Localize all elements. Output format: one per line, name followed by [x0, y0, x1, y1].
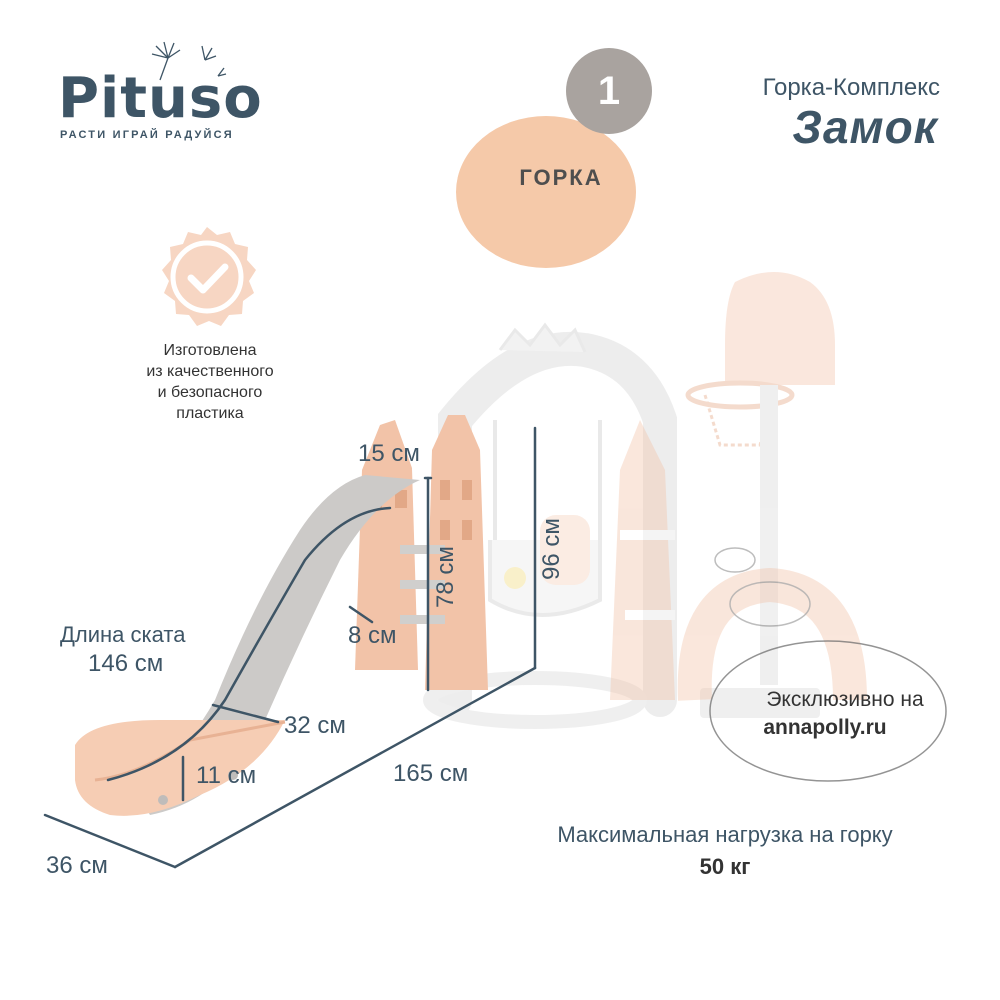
swing-frame-faded: [423, 322, 677, 729]
total-length-label: 165 см: [393, 760, 469, 787]
brand-tagline: РАСТИ ИГРАЙ РАДУЙСЯ: [60, 129, 234, 141]
exclusive-ellipse: [709, 640, 947, 782]
measurement-lines: [43, 426, 537, 869]
basketball-stand-faded: [685, 272, 835, 718]
product-title-line1: Горка-Комплекс: [762, 74, 940, 101]
slide-width-label: 32 см: [284, 712, 346, 739]
slide-end-height-label: 11 см: [196, 762, 257, 789]
slide-length-value: 146 см: [88, 650, 164, 677]
right-tower-faded: [610, 420, 675, 700]
max-load-label: Максимальная нагрузка на горку: [557, 822, 893, 847]
quality-line: пластика: [176, 405, 244, 422]
brand-logo: Pituso: [58, 66, 263, 131]
quality-line: из качественного: [146, 363, 274, 380]
step-height-label: 8 см: [348, 622, 397, 649]
check-badge-icon: [162, 227, 256, 326]
category-badge-number: 1: [566, 48, 652, 134]
quality-line: Изготовлена: [163, 342, 257, 359]
category-badge: [456, 116, 636, 268]
quality-description: Изготовлена из качественного и безопасно…: [110, 340, 310, 424]
platform-height-label: 78 см: [432, 546, 459, 608]
exclusive-site-link[interactable]: annapolly.ru: [763, 716, 887, 739]
top-width-label: 15 см: [358, 440, 420, 467]
product-title-line2: Замок: [792, 101, 938, 153]
base-width-label: 36 см: [46, 852, 108, 879]
quality-line: и безопасного: [157, 384, 263, 401]
total-height-label: 96 см: [538, 518, 565, 580]
slide-length-label: Длина ската: [60, 622, 186, 647]
category-badge-label: ГОРКА: [519, 165, 603, 190]
max-load-value: 50 кг: [699, 854, 751, 879]
dandelion-icon: [151, 41, 227, 81]
exclusive-text: Эксклюзивно на: [766, 688, 924, 711]
